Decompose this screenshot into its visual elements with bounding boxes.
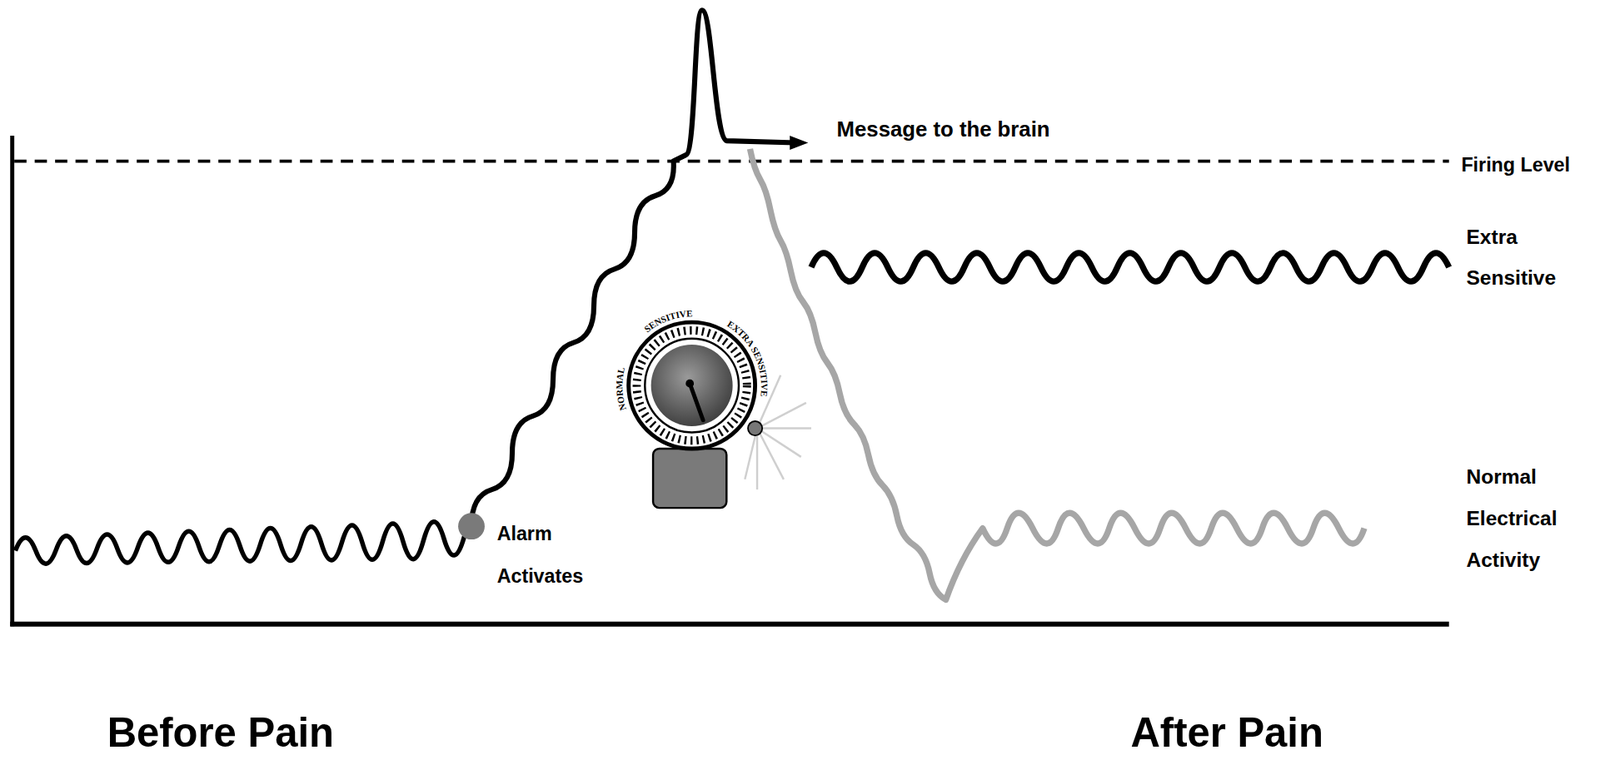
baseline-wave — [14, 522, 464, 565]
alarm-box — [652, 448, 727, 509]
x-axis — [9, 622, 1449, 628]
extra-sensitive-wave — [811, 253, 1450, 282]
event-label: Alarm Activates — [497, 513, 600, 597]
firing-level-line — [14, 159, 1450, 164]
gauge-ring — [628, 322, 756, 449]
state-label: Normal Electrical Activity — [1466, 456, 1575, 583]
alarm-dot — [458, 513, 485, 540]
message-arrowhead — [789, 135, 808, 150]
gauge-inner-ring — [644, 338, 739, 434]
gauge-dial — [651, 344, 733, 427]
gauge-ticks — [636, 330, 747, 441]
gauge-needle — [689, 383, 703, 421]
gauge-pivot — [685, 379, 694, 389]
gauge-label: NORMAL — [613, 366, 629, 413]
bell-hammer — [747, 421, 763, 436]
normal-activity-wave — [749, 149, 1365, 601]
y-axis — [9, 135, 15, 627]
state-label: Extra Sensitive — [1466, 216, 1575, 299]
signal-label: Message to the brain — [837, 116, 1103, 144]
gauge-label: SENSITIVE — [642, 308, 693, 334]
alarm-signal-wave — [471, 9, 797, 527]
gauge-scale: NORMAL SENSITIVE EXTRA SENSITIVE — [613, 308, 770, 412]
threshold-label: Firing Level — [1460, 153, 1594, 178]
phase-label: After Pain — [1130, 707, 1539, 758]
phase-label: Before Pain — [107, 707, 516, 758]
gauge-label: EXTRA SENSITIVE — [725, 319, 770, 398]
